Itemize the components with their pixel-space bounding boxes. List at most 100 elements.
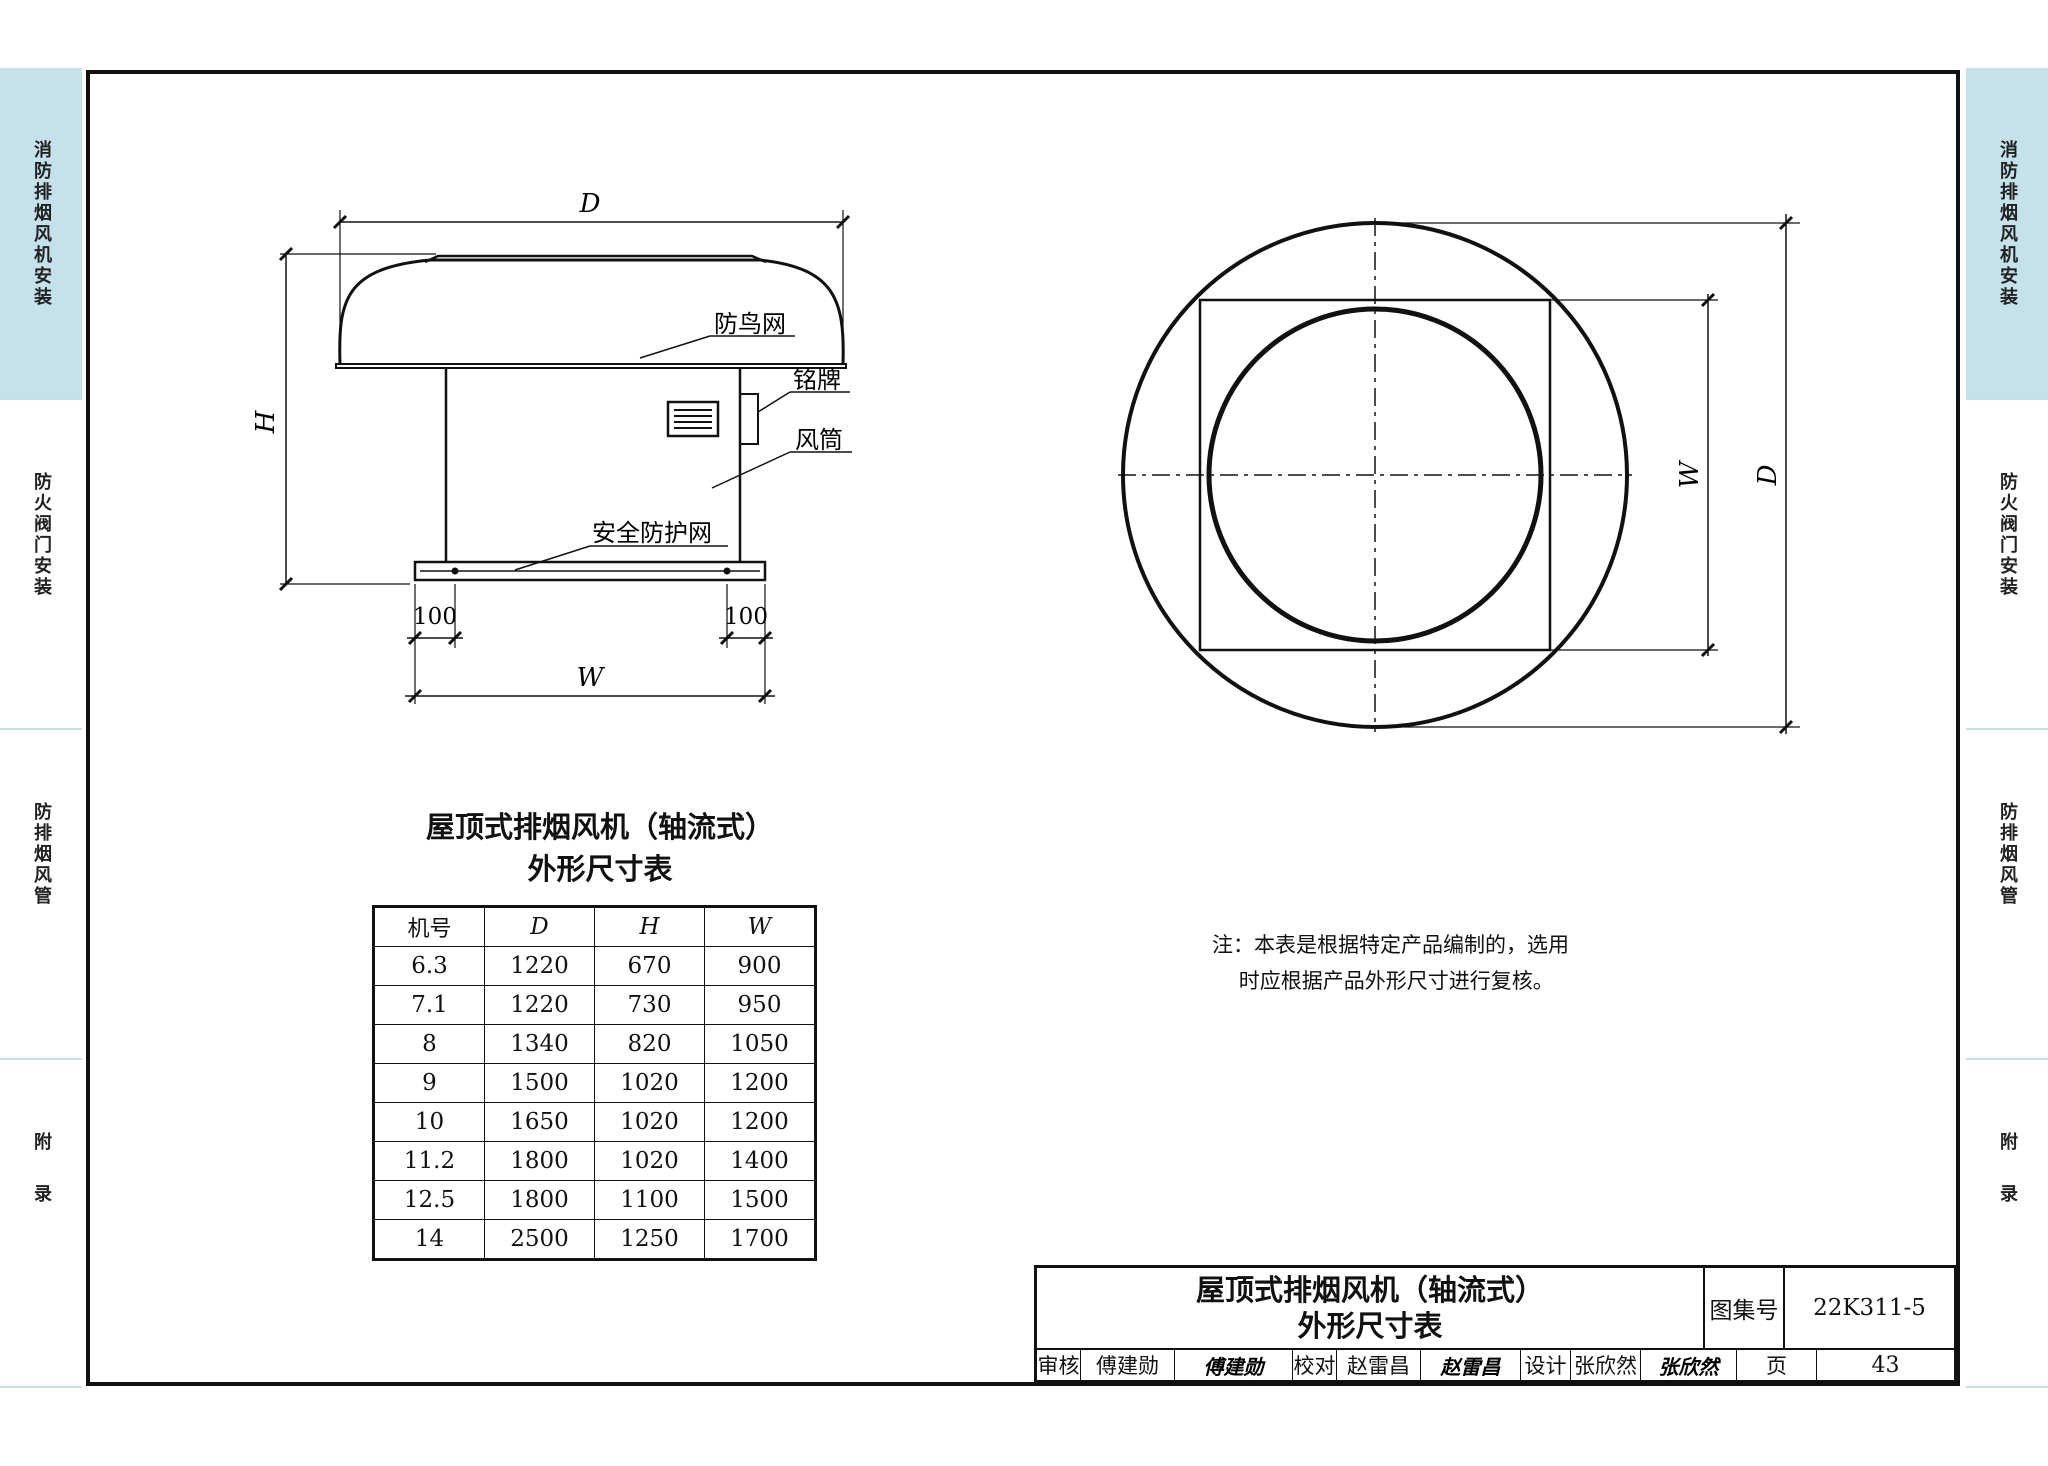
cell-d: 1650 xyxy=(484,1102,595,1142)
side-dim-left-offset: 100 xyxy=(413,604,457,630)
cell-w: 950 xyxy=(704,985,816,1025)
label-bird-mesh: 防鸟网 xyxy=(714,310,786,338)
cell-model: 6.3 xyxy=(373,946,485,986)
table-row: 8 1340 820 1050 xyxy=(373,1024,816,1064)
tab-label: 防火阀门安装 xyxy=(31,472,52,598)
cell-d: 1800 xyxy=(484,1141,595,1181)
plan-dim-w: W xyxy=(1675,459,1705,488)
page-number: 43 xyxy=(1871,1352,1900,1378)
note-line1: 注：本表是根据特定产品编制的，选用 xyxy=(1212,933,1569,957)
review-label: 审核 xyxy=(1037,1350,1081,1380)
cell-model: 7.1 xyxy=(373,985,485,1025)
cell-model: 11.2 xyxy=(373,1141,485,1181)
tab-appendix[interactable]: 附录 xyxy=(0,1060,82,1388)
dimension-table: 机号 D H W 6.3 1220 670 900 7.1 1220 730 9… xyxy=(372,905,817,1261)
tab-fan-installation[interactable]: 消防排烟风机安装 xyxy=(0,68,82,400)
note-line2: 时应根据产品外形尺寸进行复核。 xyxy=(1212,969,1554,993)
cell-model: 10 xyxy=(373,1102,485,1142)
cell-d: 1500 xyxy=(484,1063,595,1103)
tab-label: 防排烟风管 xyxy=(1997,802,2018,907)
check-label: 校对 xyxy=(1293,1350,1337,1380)
designer-signature: 张欣然 xyxy=(1641,1350,1737,1380)
table-header-row: 机号 D H W xyxy=(373,906,816,947)
cell-w: 1200 xyxy=(704,1063,816,1103)
cell-h: 820 xyxy=(594,1024,705,1064)
table-title-line1: 屋顶式排烟风机（轴流式） xyxy=(425,810,774,844)
tab-smoke-duct[interactable]: 防排烟风管 xyxy=(0,730,82,1060)
page-label: 页 xyxy=(1737,1350,1817,1380)
label-nameplate: 铭牌 xyxy=(793,366,841,394)
header-h: H xyxy=(594,906,705,947)
cell-model: 8 xyxy=(373,1024,485,1064)
reviewer-signature: 傅建勋 xyxy=(1175,1350,1293,1380)
cell-model: 14 xyxy=(373,1219,485,1260)
cell-d: 1220 xyxy=(484,985,595,1025)
left-side-tabs: 消防排烟风机安装 防火阀门安装 防排烟风管 附录 xyxy=(0,68,82,1388)
cell-model: 9 xyxy=(373,1063,485,1103)
cell-h: 730 xyxy=(594,985,705,1025)
header-w: W xyxy=(704,906,816,947)
cell-w: 1400 xyxy=(704,1141,816,1181)
cell-h: 1100 xyxy=(594,1180,705,1220)
drawing-frame xyxy=(86,70,1960,1386)
label-safety-mesh: 安全防护网 xyxy=(592,519,712,547)
cell-w: 1500 xyxy=(704,1180,816,1220)
title-block-title: 屋顶式排烟风机（轴流式） 外形尺寸表 xyxy=(1037,1268,1705,1350)
cell-w: 1200 xyxy=(704,1102,816,1142)
cell-d: 1340 xyxy=(484,1024,595,1064)
title-block-title-line1: 屋顶式排烟风机（轴流式） xyxy=(1195,1273,1544,1307)
checker-name: 赵雷昌 xyxy=(1337,1350,1421,1380)
label-duct: 风筒 xyxy=(795,426,843,454)
table-row: 11.2 1800 1020 1400 xyxy=(373,1141,816,1181)
table-row: 7.1 1220 730 950 xyxy=(373,985,816,1025)
cell-h: 1020 xyxy=(594,1141,705,1181)
plan-dim-d: D xyxy=(1753,464,1783,486)
plan-view xyxy=(1118,214,1800,735)
table-row: 10 1650 1020 1200 xyxy=(373,1102,816,1142)
cell-w: 900 xyxy=(704,946,816,986)
tab-label: 附录 xyxy=(1997,1132,2018,1236)
table-title-line2: 外形尺寸表 xyxy=(527,852,673,886)
cell-d: 1220 xyxy=(484,946,595,986)
right-side-tabs: 消防排烟风机安装 防火阀门安装 防排烟风管 附录 xyxy=(1966,68,2048,1388)
cell-w: 1700 xyxy=(704,1219,816,1260)
cell-h: 670 xyxy=(594,946,705,986)
table-row: 9 1500 1020 1200 xyxy=(373,1063,816,1103)
tab-fire-damper[interactable]: 防火阀门安装 xyxy=(1966,400,2048,730)
designer-name: 张欣然 xyxy=(1571,1350,1641,1380)
tab-label: 消防排烟风机安装 xyxy=(31,140,52,308)
reviewer-name: 傅建勋 xyxy=(1081,1350,1175,1380)
tab-fire-damper[interactable]: 防火阀门安装 xyxy=(0,400,82,730)
design-label: 设计 xyxy=(1521,1350,1571,1380)
cell-d: 2500 xyxy=(484,1219,595,1260)
side-dim-w: W xyxy=(577,663,606,693)
title-block-title-line2: 外形尺寸表 xyxy=(1297,1309,1443,1343)
side-dim-d: D xyxy=(579,189,601,219)
side-dim-h: H xyxy=(251,409,281,434)
header-model: 机号 xyxy=(373,906,485,947)
atlas-label: 图集号 xyxy=(1705,1268,1785,1350)
tab-smoke-duct[interactable]: 防排烟风管 xyxy=(1966,730,2048,1060)
tab-label: 防排烟风管 xyxy=(31,802,52,907)
side-dim-right-offset: 100 xyxy=(724,604,768,630)
cell-h: 1020 xyxy=(594,1102,705,1142)
table-row: 6.3 1220 670 900 xyxy=(373,946,816,986)
side-view xyxy=(278,210,852,704)
tab-appendix[interactable]: 附录 xyxy=(1966,1060,2048,1388)
tab-label: 防火阀门安装 xyxy=(1997,472,2018,598)
tab-label: 消防排烟风机安装 xyxy=(1997,140,2018,308)
table-row: 14 2500 1250 1700 xyxy=(373,1219,816,1260)
tab-fan-installation[interactable]: 消防排烟风机安装 xyxy=(1966,68,2048,400)
tab-label: 附录 xyxy=(31,1132,52,1236)
cell-h: 1250 xyxy=(594,1219,705,1260)
table-row: 12.5 1800 1100 1500 xyxy=(373,1180,816,1220)
cell-d: 1800 xyxy=(484,1180,595,1220)
checker-signature: 赵雷昌 xyxy=(1421,1350,1521,1380)
header-d: D xyxy=(484,906,595,947)
note: 注：本表是根据特定产品编制的，选用 时应根据产品外形尺寸进行复核。 xyxy=(1212,927,1569,999)
table-title: 屋顶式排烟风机（轴流式） 外形尺寸表 xyxy=(340,806,860,890)
cell-model: 12.5 xyxy=(373,1180,485,1220)
title-block: 屋顶式排烟风机（轴流式） 外形尺寸表 图集号 22K311-5 审核 傅建勋 傅… xyxy=(1034,1265,1957,1383)
atlas-number: 22K311-5 xyxy=(1785,1268,1954,1350)
